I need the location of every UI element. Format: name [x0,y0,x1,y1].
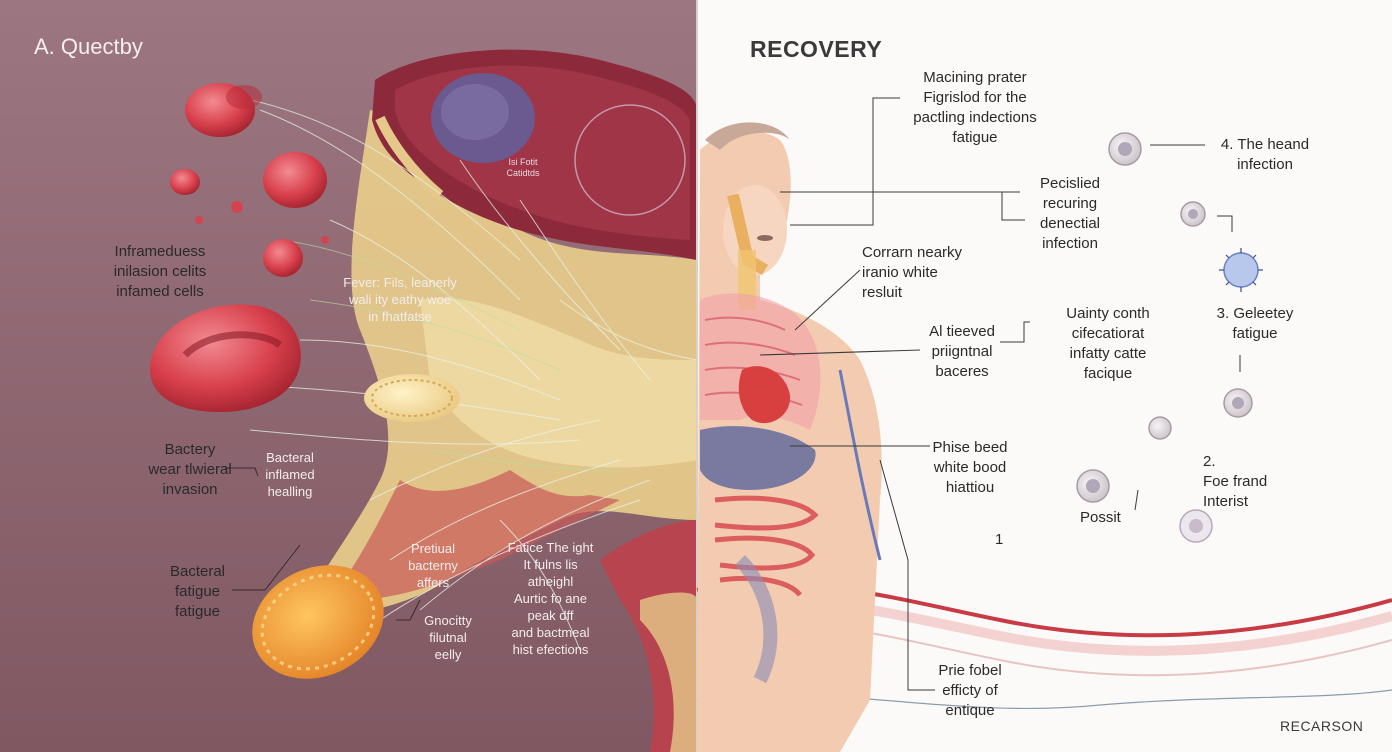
left-leader-lines [225,467,421,621]
label-macining-prater: Macining prater Figrislod for the pactli… [913,69,1037,146]
label-pretiual: Pretiual bacterny affers [408,541,458,590]
label-al-tieeved: Al tieeved priigntnal baceres [929,323,995,380]
label-gnocity: Gnocitty filutnal eelly [424,613,472,662]
label-step-1: 1 [995,531,1004,548]
label-bacteral-healing: Bacteral inflamed healling [265,450,315,499]
red-blood-cells [150,83,329,412]
label-step-2: 2. Foe frand Interist [1203,453,1268,510]
label-pecislied: Pecislied recuring denectial infection [1039,175,1101,252]
infected-organ [372,49,697,260]
label-fatice: Fatice The ight It fulns lis atheighl Au… [507,540,594,657]
label-fever: Fever: Fils, leanerly wali ity eathy woe… [343,275,457,324]
label-step-4: 4. The heand infection [1220,136,1310,173]
right-panel-title: Recovery [750,36,883,62]
green-fibers [279,239,621,471]
label-bacteria-invasion: Bactery wear tlwieral invasion [148,441,232,498]
label-phise-beed: Phise beed white bood hiattiou [932,439,1008,496]
label-tissue-tag: Isi Fotit Catidtds [506,157,540,178]
label-prie-fobel: Prie fobel efficty of entique [938,662,1002,719]
label-corrarn-nearky: Corrarn nearky iranio white resluit [862,244,963,301]
yellow-pus-tissue [300,110,697,614]
label-step-3: 3. Geleetey fatigue [1216,305,1294,342]
label-posit: Possit [1080,509,1121,526]
immune-cells [1076,132,1263,543]
human-figure [697,122,882,752]
credit: RECARSON [1280,718,1364,734]
tissue-bottom-right [600,520,697,752]
bacteria-clusters [252,374,460,679]
label-bacteral-fatigue: Bacteral fatigue fatigue [169,563,226,620]
label-inflamed-cells: Inframeduess inilasion celits infamed ce… [113,243,207,300]
label-uainty-conth: Uainty conth cifecatiorat infatty catte … [1066,305,1150,382]
right-leader-lines [759,97,1241,691]
large-inflamed-cell [150,304,301,412]
left-panel-title: A. Quectby [34,34,143,59]
